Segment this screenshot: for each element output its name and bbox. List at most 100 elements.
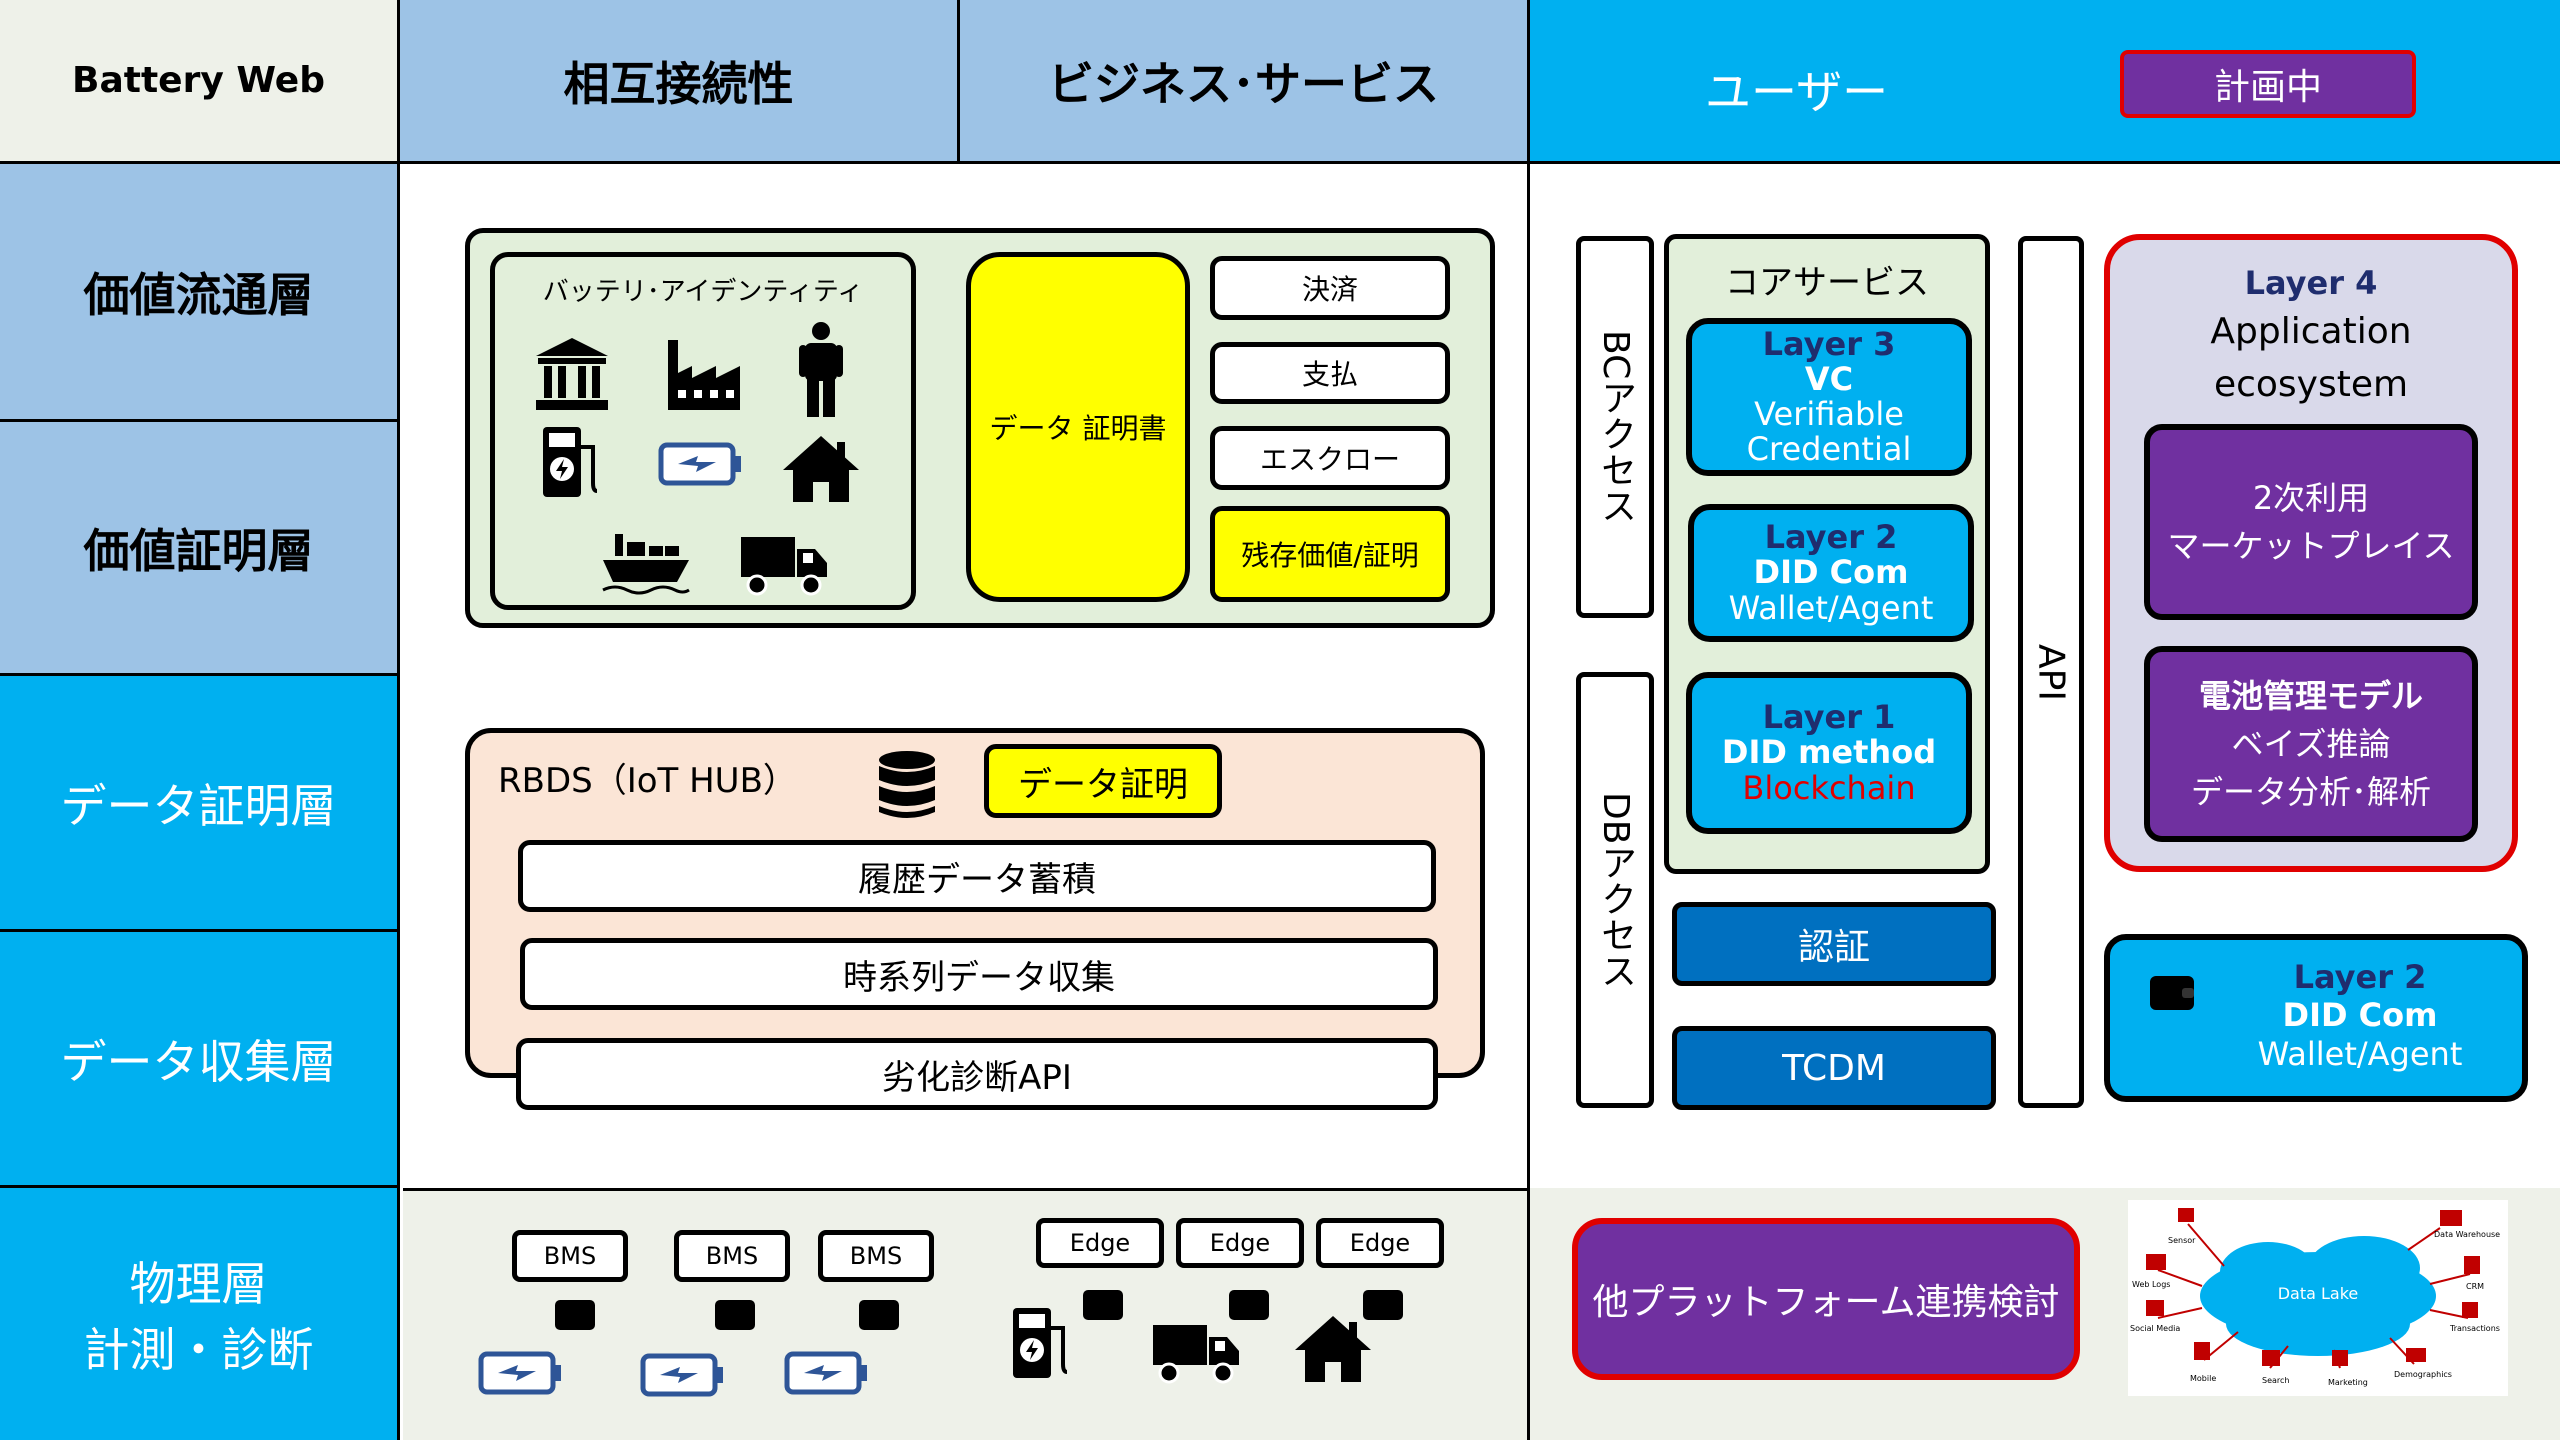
layer2-wallet-box[interactable]: Layer 2 DID Com Wallet/Agent xyxy=(2104,934,2528,1102)
bms-tag-3: BMS xyxy=(818,1230,934,1282)
physical-house-icon xyxy=(1290,1310,1376,1388)
battery-model-line2: データ分析･解析 xyxy=(2190,773,2431,811)
physical-truck-icon xyxy=(1148,1314,1244,1390)
auth-button[interactable]: 認証 xyxy=(1672,902,1996,986)
bms-tag-1: BMS xyxy=(512,1230,628,1282)
db-access: DBアクセス xyxy=(1576,672,1654,1108)
layer-value-distribution-label: 価値流通層 xyxy=(83,267,314,322)
data-lake-diagram: Data Lake Sensor Web Logs Social Media M… xyxy=(2128,1200,2508,1396)
data-certificate-label: データ 証明書 xyxy=(989,412,1167,445)
layer-physical-label1: 物理層 xyxy=(129,1257,268,1311)
layer3-vc[interactable]: Layer 3 VC Verifiable Credential xyxy=(1686,318,1972,476)
battery-icon-3 xyxy=(782,1348,872,1398)
rbds-history-storage[interactable]: 履歴データ蓄積 xyxy=(518,840,1436,912)
layer3-line2: Credential xyxy=(1746,430,1912,469)
layer4-line2: ecosystem xyxy=(2213,363,2409,405)
lake-label-social: Social Media xyxy=(2130,1324,2181,1333)
factory-icon xyxy=(660,330,748,418)
battery-icon-1 xyxy=(476,1348,566,1398)
edge-tag-1: Edge xyxy=(1036,1218,1164,1268)
service-escrow[interactable]: エスクロー xyxy=(1210,426,1450,490)
lake-label-mobile: Mobile xyxy=(2190,1374,2217,1383)
charging-station-icon xyxy=(536,422,606,502)
bc-access: BCアクセス xyxy=(1576,236,1654,618)
layer2-wallet-line1: Wallet/Agent xyxy=(2257,1034,2463,1073)
api-bar: API xyxy=(2018,236,2084,1108)
truck-icon xyxy=(736,526,832,602)
secondary-line1: 2次利用 xyxy=(2252,479,2370,517)
data-lake-label: Data Lake xyxy=(2277,1284,2359,1303)
lake-label-warehouse: Data Warehouse xyxy=(2434,1230,2501,1239)
app-title: Battery Web xyxy=(72,60,325,101)
planning-badge: 計画中 xyxy=(2120,50,2416,118)
secondary-marketplace[interactable]: 2次利用 マーケットプレイス xyxy=(2144,424,2478,620)
layer4-line1: Application xyxy=(2210,311,2412,353)
layer3-sub: VC xyxy=(1804,359,1854,398)
ship-icon xyxy=(600,518,692,602)
layer-data-collection: データ収集層 xyxy=(0,932,400,1188)
layer-data-proof: データ証明層 xyxy=(0,676,400,932)
identity-title: バッテリ･アイデンティティ xyxy=(542,277,864,307)
layer-data-proof-label: データ証明層 xyxy=(60,778,337,833)
other-platform-button[interactable]: 他プラットフォーム連携検討 xyxy=(1572,1218,2080,1380)
wallet-icon xyxy=(2146,970,2198,1014)
layer1-title: Layer 1 xyxy=(1762,698,1896,737)
layer2-title: Layer 2 xyxy=(1764,518,1898,557)
column-divider xyxy=(1527,164,1530,1440)
battery-icon-2 xyxy=(638,1350,728,1400)
edge-device-icon-3 xyxy=(1360,1284,1406,1324)
lake-label-transactions: Transactions xyxy=(2450,1324,2500,1333)
rbds-degradation-api[interactable]: 劣化診断API xyxy=(516,1038,1438,1110)
db-access-label: DBアクセス xyxy=(1595,791,1636,989)
database-icon xyxy=(872,748,942,824)
layer1-did-method[interactable]: Layer 1 DID method Blockchain xyxy=(1686,672,1972,834)
layer3-title: Layer 3 xyxy=(1762,324,1896,363)
service-payment-settlement[interactable]: 決済 xyxy=(1210,256,1450,320)
edge-tag-2: Edge xyxy=(1176,1218,1304,1268)
bms-tag-2: BMS xyxy=(674,1230,790,1282)
lake-label-search: Search xyxy=(2262,1376,2290,1385)
layer-physical-label2: 計測・診断 xyxy=(83,1323,314,1377)
house-icon xyxy=(776,432,866,506)
layer-value-proof: 価値証明層 xyxy=(0,422,400,676)
layer-value-proof-label: 価値証明層 xyxy=(83,523,314,578)
edge-device-icon-1 xyxy=(1080,1284,1126,1324)
layer2-sub: DID Com xyxy=(1753,553,1909,592)
identity-panel: バッテリ･アイデンティティ xyxy=(490,252,916,610)
battery-icon xyxy=(656,436,746,492)
service-payment[interactable]: 支払 xyxy=(1210,342,1450,404)
lake-label-weblogs: Web Logs xyxy=(2132,1280,2171,1289)
header-user: ユーザー 計画中 xyxy=(1530,0,2560,164)
bank-icon xyxy=(528,330,616,418)
layer1-sub: DID method xyxy=(1721,733,1937,772)
rbds-title: RBDS（IoT HUB） xyxy=(498,761,797,801)
lake-label-sensor: Sensor xyxy=(2168,1236,2196,1245)
lake-label-crm: CRM xyxy=(2466,1282,2485,1291)
layer-physical: 物理層 計測・診断 xyxy=(0,1188,400,1440)
app-title-cell: Battery Web xyxy=(0,0,400,164)
service-residual-value[interactable]: 残存価値/証明 xyxy=(1210,506,1450,602)
tcdm-button[interactable]: TCDM xyxy=(1672,1026,1996,1110)
person-icon xyxy=(776,320,866,418)
battery-management-model[interactable]: 電池管理モデル ベイズ推論 データ分析･解析 xyxy=(2144,646,2478,842)
layer2-didcom[interactable]: Layer 2 DID Com Wallet/Agent xyxy=(1688,504,1974,642)
core-services-title: コアサービス xyxy=(1725,263,1929,303)
header-interop-label: 相互接続性 xyxy=(563,56,794,111)
layer2-wallet-title: Layer 2 xyxy=(2293,958,2427,996)
lake-label-demographics: Demographics xyxy=(2394,1370,2452,1379)
layer-data-collection-label: データ収集層 xyxy=(60,1034,337,1089)
bms-device-icon-1 xyxy=(552,1294,598,1334)
header-interop: 相互接続性 xyxy=(400,0,960,164)
lake-label-marketing: Marketing xyxy=(2328,1378,2368,1387)
data-certificate: データ 証明書 xyxy=(966,252,1190,602)
header-business: ビジネス･サービス xyxy=(960,0,1530,164)
rbds-data-proof[interactable]: データ証明 xyxy=(984,744,1222,818)
layer1-line1: Blockchain xyxy=(1742,768,1916,807)
layer3-line1: Verifiable xyxy=(1754,395,1904,433)
edge-device-icon-2 xyxy=(1226,1284,1272,1324)
header-business-label: ビジネス･サービス xyxy=(1048,56,1439,111)
rbds-timeseries-collection[interactable]: 時系列データ収集 xyxy=(520,938,1438,1010)
api-label: API xyxy=(2030,643,2072,701)
physical-charging-station-icon xyxy=(1006,1302,1076,1384)
header-user-label: ユーザー xyxy=(1705,65,1889,119)
